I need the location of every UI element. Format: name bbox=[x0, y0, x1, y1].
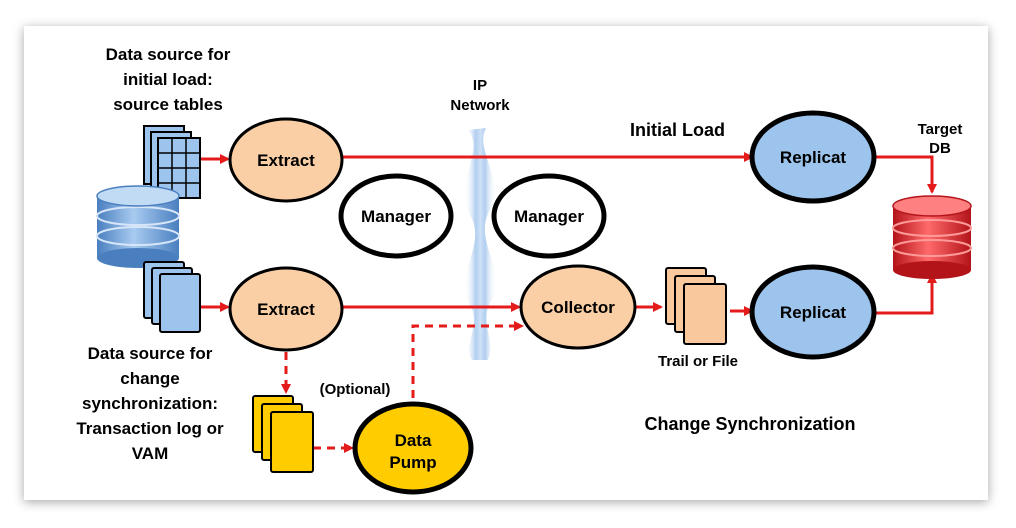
transaction-log-icon bbox=[143, 261, 201, 333]
connectors bbox=[200, 152, 937, 316]
node-replicat-bottom: Replicat bbox=[749, 264, 877, 360]
source-database-icon bbox=[96, 185, 180, 268]
replicat-top-label: Replicat bbox=[780, 148, 846, 167]
optional-label: (Optional) bbox=[319, 381, 391, 398]
manager-left-label: Manager bbox=[361, 207, 431, 226]
initial-source-label: Data source for initial load: source tab… bbox=[105, 45, 231, 114]
change-sync-label: Change Synchronization bbox=[644, 414, 856, 434]
change-source-label: Data source for change synchronization: … bbox=[76, 344, 224, 463]
extract-top-label: Extract bbox=[257, 151, 315, 170]
node-manager-left: Manager bbox=[338, 173, 454, 259]
remote-trail-icon bbox=[665, 267, 727, 345]
data-pump-label-line2: Pump bbox=[389, 453, 436, 472]
source-tables-icon bbox=[143, 125, 201, 199]
node-extract-bottom: Extract bbox=[228, 266, 344, 352]
collector-label: Collector bbox=[541, 298, 615, 317]
initial-load-label: Initial Load bbox=[629, 120, 725, 140]
node-data-pump: Data Pump bbox=[352, 401, 474, 495]
node-collector: Collector bbox=[519, 264, 637, 350]
target-database-icon bbox=[892, 195, 972, 279]
manager-right-label: Manager bbox=[514, 207, 584, 226]
target-db-label: Target DB bbox=[917, 121, 963, 157]
arrow-pump-to-collector bbox=[411, 321, 524, 398]
ip-network-cloud bbox=[464, 128, 497, 360]
data-pump-label-line1: Data bbox=[395, 431, 432, 450]
arrow-replicat-to-db-bottom bbox=[875, 273, 937, 315]
replicat-bottom-label: Replicat bbox=[780, 303, 846, 322]
extract-bottom-label: Extract bbox=[257, 300, 315, 319]
arrow-replicat-to-db bbox=[875, 155, 937, 194]
node-replicat-top: Replicat bbox=[749, 110, 877, 204]
ip-network-label: IP Network bbox=[450, 77, 510, 114]
local-trail-icon bbox=[252, 395, 314, 473]
node-manager-right: Manager bbox=[491, 173, 607, 259]
trail-or-file-label: Trail or File bbox=[657, 353, 739, 370]
dashed-connectors bbox=[281, 321, 524, 453]
node-extract-top: Extract bbox=[228, 117, 344, 203]
